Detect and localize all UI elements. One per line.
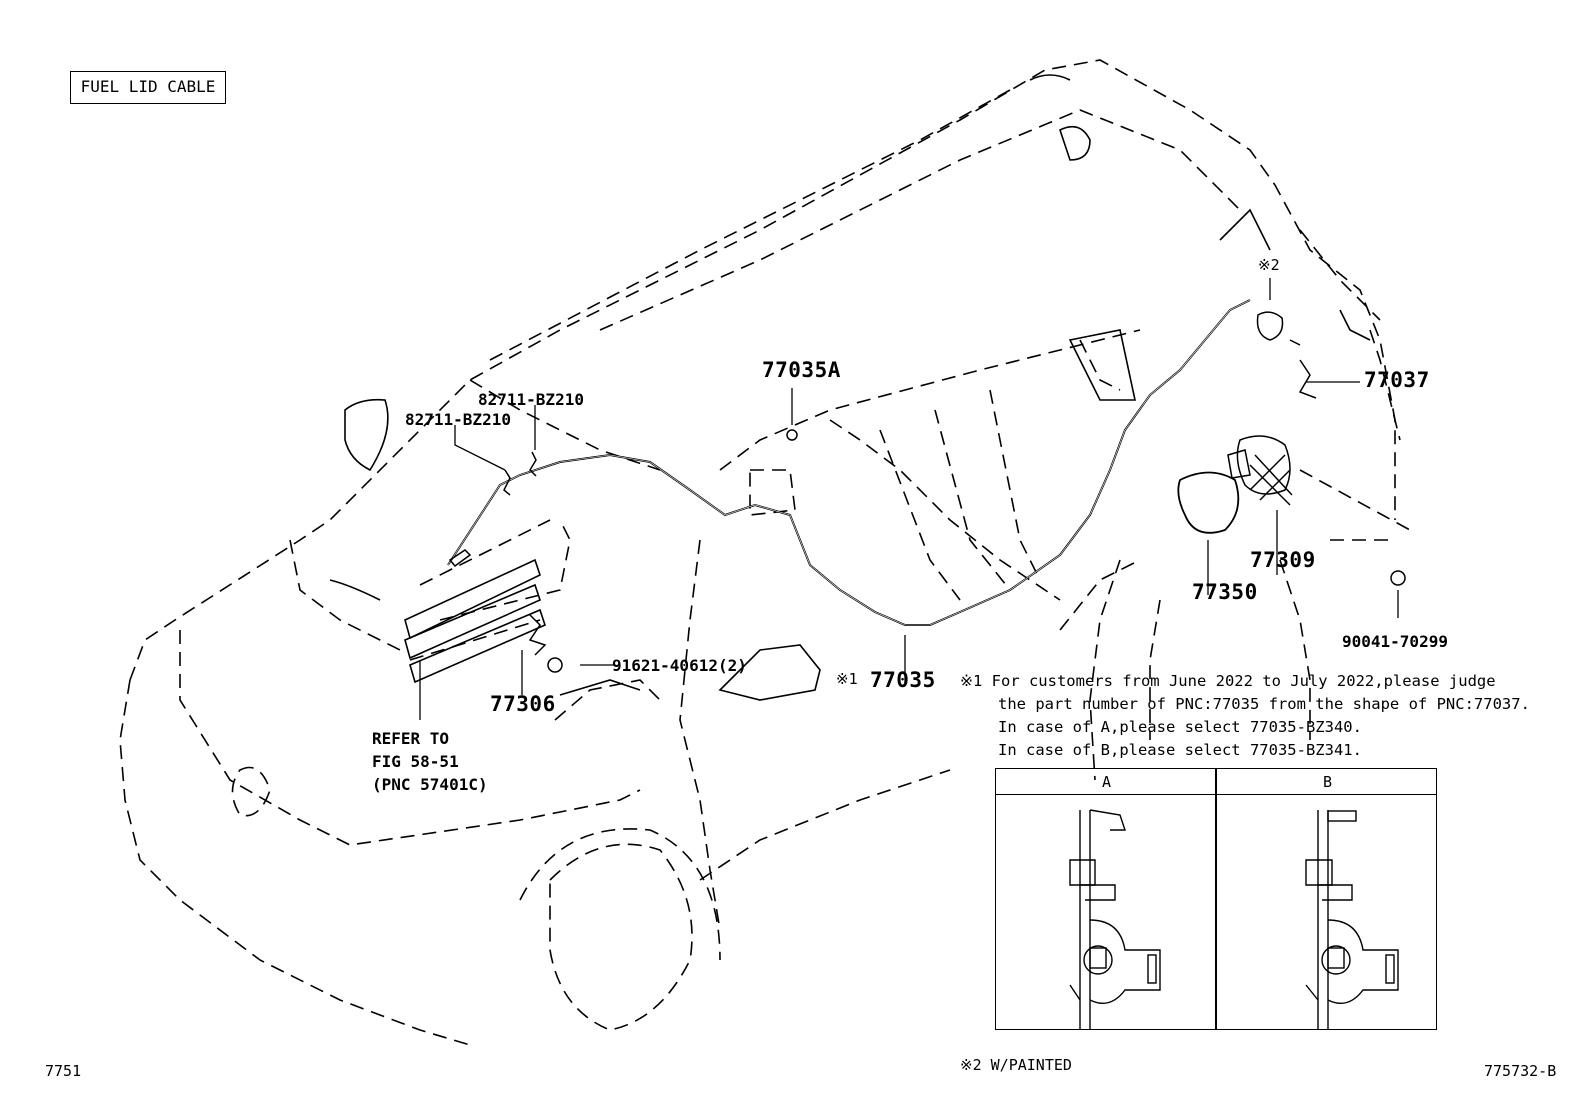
callout-mark-2: ※2 (1258, 256, 1280, 274)
callout-77035: 77035 (870, 668, 936, 692)
refer-to-line-3: (PNC 57401C) (372, 775, 488, 794)
detail-b-drawing (1305, 810, 1399, 1030)
part-glyphs (448, 311, 1406, 673)
callout-91621: 91621-40612(2) (612, 656, 747, 675)
callout-77035-mark: ※1 (836, 670, 858, 688)
note-1-line-2: the part number of PNC:77035 from the sh… (998, 695, 1530, 713)
page-code-left: 7751 (45, 1062, 82, 1080)
callout-90041: 90041-70299 (1342, 632, 1448, 651)
diagram-title: FUEL LID CABLE (70, 71, 226, 104)
note-1-line-3: In case of A,please select 77035-BZ340. (998, 718, 1362, 736)
note-2: ※2 W/PAINTED (960, 1056, 1072, 1074)
detail-a-drawing (1069, 809, 1161, 1030)
callout-77350: 77350 (1192, 580, 1258, 604)
callout-77309: 77309 (1250, 548, 1316, 572)
callout-77306: 77306 (490, 692, 556, 716)
note-1-line-1: ※1 For customers from June 2022 to July … (960, 672, 1496, 690)
vehicle-body-dashed (119, 59, 1411, 1046)
shape-comparison-table: A B (995, 768, 1437, 1030)
callout-82711-lower: 82711-BZ210 (405, 410, 511, 429)
page-code-right: 775732-B (1484, 1062, 1557, 1080)
fuel-lid-cable-line (447, 299, 1251, 626)
table-column-a: A (1101, 773, 1112, 791)
vehicle-body-solid (329, 74, 1371, 701)
refer-to-line-1: REFER TO (372, 729, 450, 748)
table-column-b: B (1322, 773, 1333, 791)
callout-82711-upper: 82711-BZ210 (478, 390, 584, 409)
table-divider (1215, 769, 1217, 1029)
note-1-line-4: In case of B,please select 77035-BZ341. (998, 741, 1362, 759)
refer-to-line-2: FIG 58-51 (372, 752, 459, 771)
callout-77035A: 77035A (762, 358, 841, 382)
leader-lines (419, 278, 1399, 720)
callout-77037: 77037 (1364, 368, 1430, 392)
